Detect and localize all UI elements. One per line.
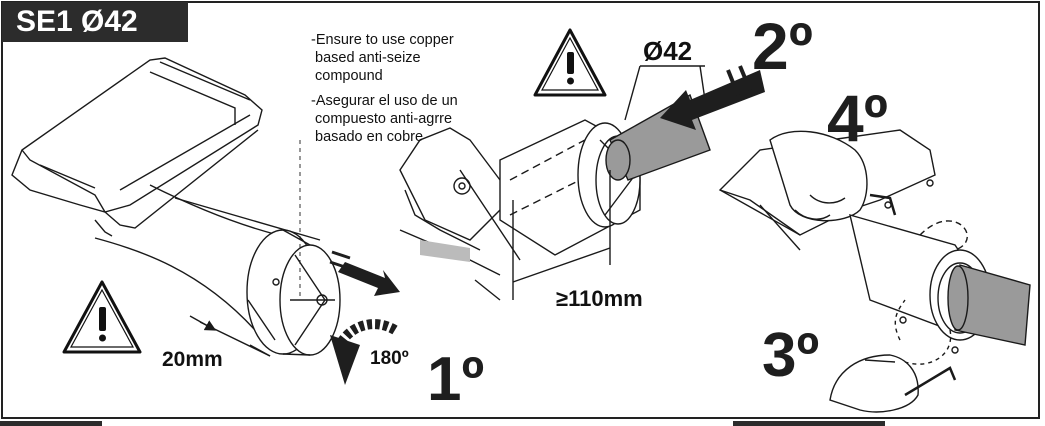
bottom-band-left [0,421,102,426]
min-length-label: ≥110mm [556,286,643,311]
offset-label: 20mm [162,348,223,371]
panel-3-assembly [718,129,1031,413]
warning-triangle-icon [62,280,142,354]
bottom-band-right [733,421,885,426]
step-1-label: 1º [427,345,485,414]
panel-1-assembly [11,57,341,357]
diameter-label: Ø42 [643,36,693,66]
rotate-arrow-icon [330,319,398,385]
panel-2-assembly [399,65,711,301]
step-3-label: 3º [762,321,820,390]
warning-triangle-icon [533,28,607,97]
step-4-label: 4º [827,81,888,155]
rotation-label: 180º [370,348,409,369]
push-arrow-icon [660,65,765,130]
diagram-frame [1,1,1040,419]
note-english: -Ensure to use copper based anti-seize c… [311,32,454,84]
step-2-label: 2º [752,9,813,83]
pull-arrow-icon [329,250,400,296]
note-spanish: -Asegurar el uso de un compuesto anti-ag… [311,93,458,145]
page-title: SE1 Ø42 [2,2,188,42]
